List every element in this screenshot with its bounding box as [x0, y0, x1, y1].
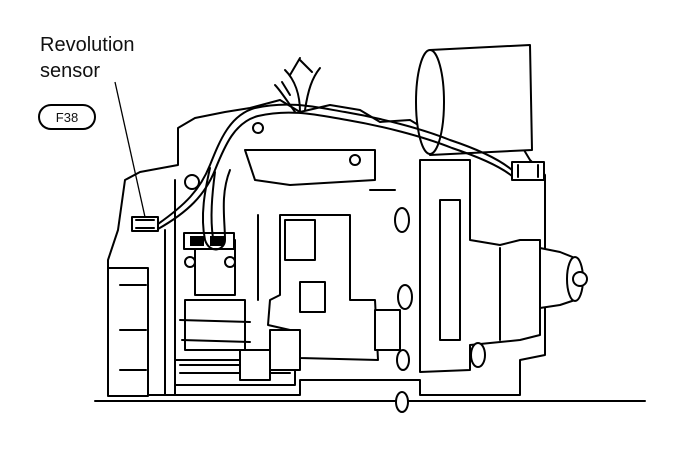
callout-label-line2: sensor [40, 60, 101, 82]
callout-label-line1: Revolution [40, 34, 135, 56]
left-flange [107, 267, 149, 397]
connector-code-badge: F38 [38, 104, 96, 130]
bolt [397, 284, 413, 310]
bolt [470, 342, 486, 368]
right-connector [511, 161, 545, 181]
bolt [396, 349, 410, 371]
bolt [394, 207, 410, 233]
bolt [395, 391, 409, 413]
leader-line [114, 81, 146, 218]
wiring-harness [157, 103, 513, 225]
